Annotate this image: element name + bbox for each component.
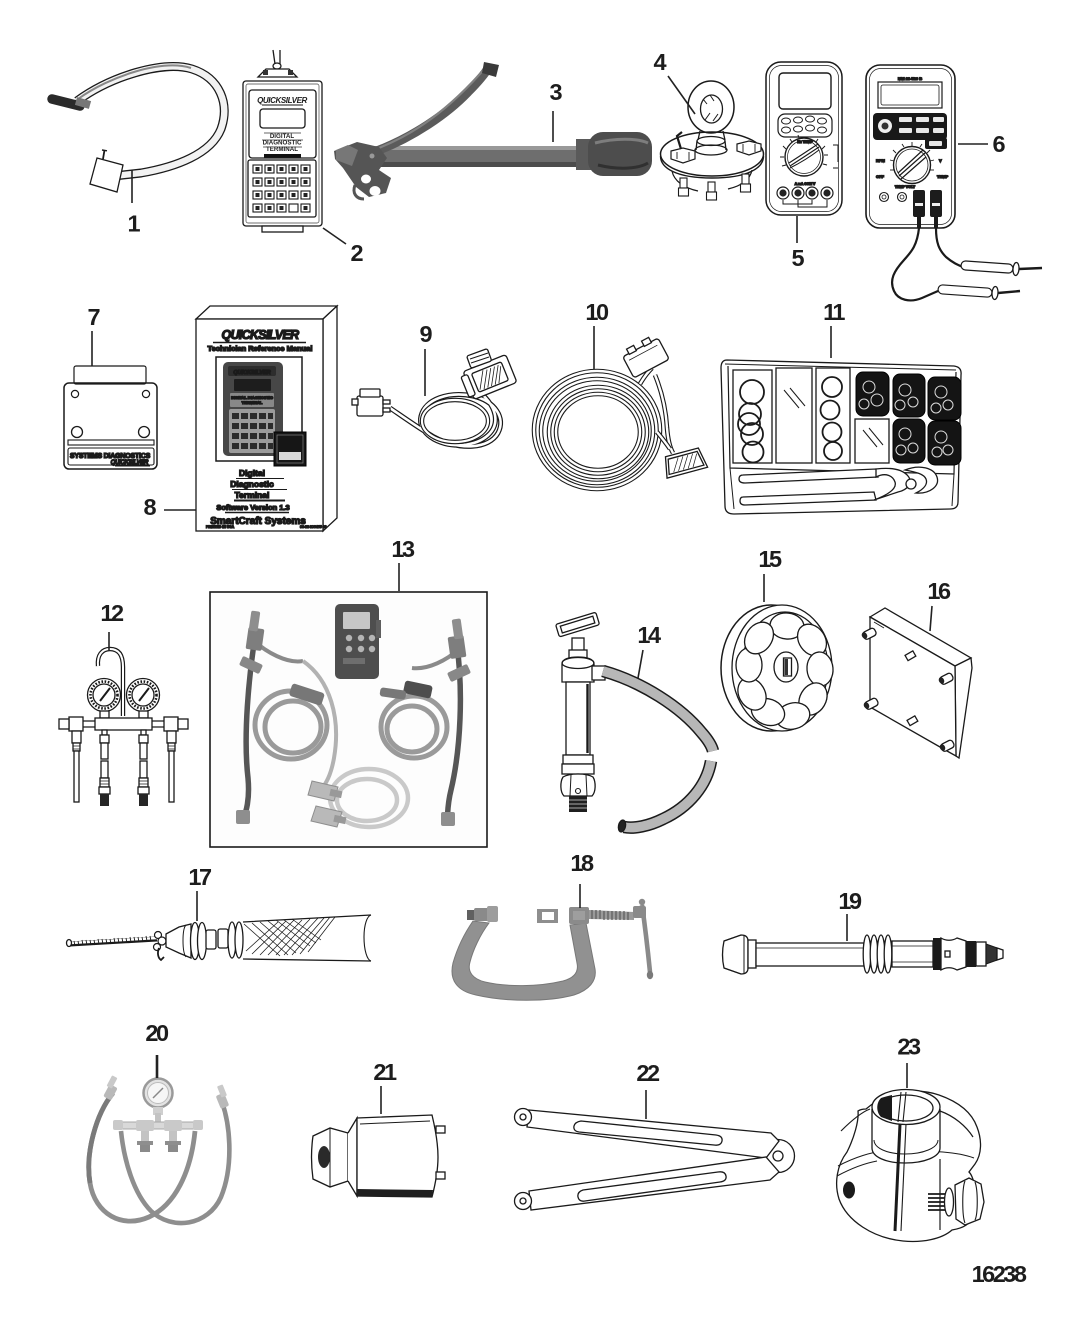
svg-text:18: 18: [570, 850, 594, 876]
svg-text:TEMP: TEMP: [937, 174, 948, 179]
svg-text:8: 8: [143, 494, 156, 520]
svg-text:5: 5: [791, 245, 804, 271]
svg-text:RPM: RPM: [876, 158, 886, 163]
svg-text:3: 3: [549, 79, 562, 105]
svg-text:21: 21: [373, 1059, 397, 1085]
svg-text:QUICKSILVER: QUICKSILVER: [111, 460, 149, 466]
svg-text:Technician Reference Manual: Technician Reference Manual: [208, 344, 313, 353]
svg-text:19: 19: [838, 888, 862, 914]
svg-text:16238: 16238: [972, 1261, 1027, 1287]
svg-text:QUICKSILVER: QUICKSILVER: [257, 96, 307, 105]
svg-text:4: 4: [653, 49, 666, 75]
svg-text:TERMINAL: TERMINAL: [266, 146, 298, 153]
svg-text:A mA COM V: A mA COM V: [795, 182, 816, 186]
svg-text:1: 1: [127, 211, 140, 237]
svg-text:11: 11: [823, 299, 845, 325]
svg-text:QUICKSILVER: QUICKSILVER: [233, 370, 270, 376]
svg-text:16: 16: [927, 578, 951, 604]
svg-text:90-88 896465 03: 90-88 896465 03: [300, 525, 327, 529]
svg-text:DIAGNOSTIC: DIAGNOSTIC: [263, 140, 302, 147]
svg-text:Digital: Digital: [239, 468, 265, 478]
svg-text:15: 15: [758, 546, 782, 572]
svg-text:DIGITAL DIAGNOSTIC: DIGITAL DIAGNOSTIC: [231, 395, 273, 400]
svg-text:10: 10: [585, 299, 609, 325]
svg-text:PRINTED IN USA: PRINTED IN USA: [206, 525, 235, 529]
svg-text:TEMP VOLT: TEMP VOLT: [895, 185, 916, 189]
svg-text:V: V: [939, 158, 942, 163]
svg-text:7: 7: [87, 304, 100, 330]
svg-text:14: 14: [637, 622, 661, 648]
svg-text:Software Version 1.3: Software Version 1.3: [216, 503, 289, 512]
svg-text:Hz TEMP: Hz TEMP: [797, 140, 813, 144]
svg-text:Diagnostic: Diagnostic: [230, 479, 274, 489]
svg-text:22: 22: [636, 1060, 660, 1086]
svg-text:SYSTEMS DIAGNOSTICS: SYSTEMS DIAGNOSTICS: [70, 453, 151, 460]
svg-text:23: 23: [897, 1034, 921, 1060]
svg-text:2: 2: [350, 240, 363, 266]
svg-text:6: 6: [992, 131, 1005, 157]
svg-text:17: 17: [188, 864, 212, 890]
svg-text:MM 23-520 B: MM 23-520 B: [898, 76, 922, 81]
svg-text:13: 13: [391, 536, 415, 562]
svg-text:QUICKSILVER: QUICKSILVER: [221, 328, 299, 342]
svg-text:OFF: OFF: [876, 174, 885, 179]
svg-text:Terminal: Terminal: [235, 490, 270, 500]
svg-text:DIGITAL: DIGITAL: [270, 133, 295, 140]
svg-text:12: 12: [100, 600, 124, 626]
svg-text:9: 9: [419, 321, 432, 347]
svg-text:TERMINAL: TERMINAL: [242, 400, 263, 405]
svg-text:20: 20: [145, 1020, 169, 1046]
svg-text:SmartCraft Systems: SmartCraft Systems: [210, 516, 306, 527]
